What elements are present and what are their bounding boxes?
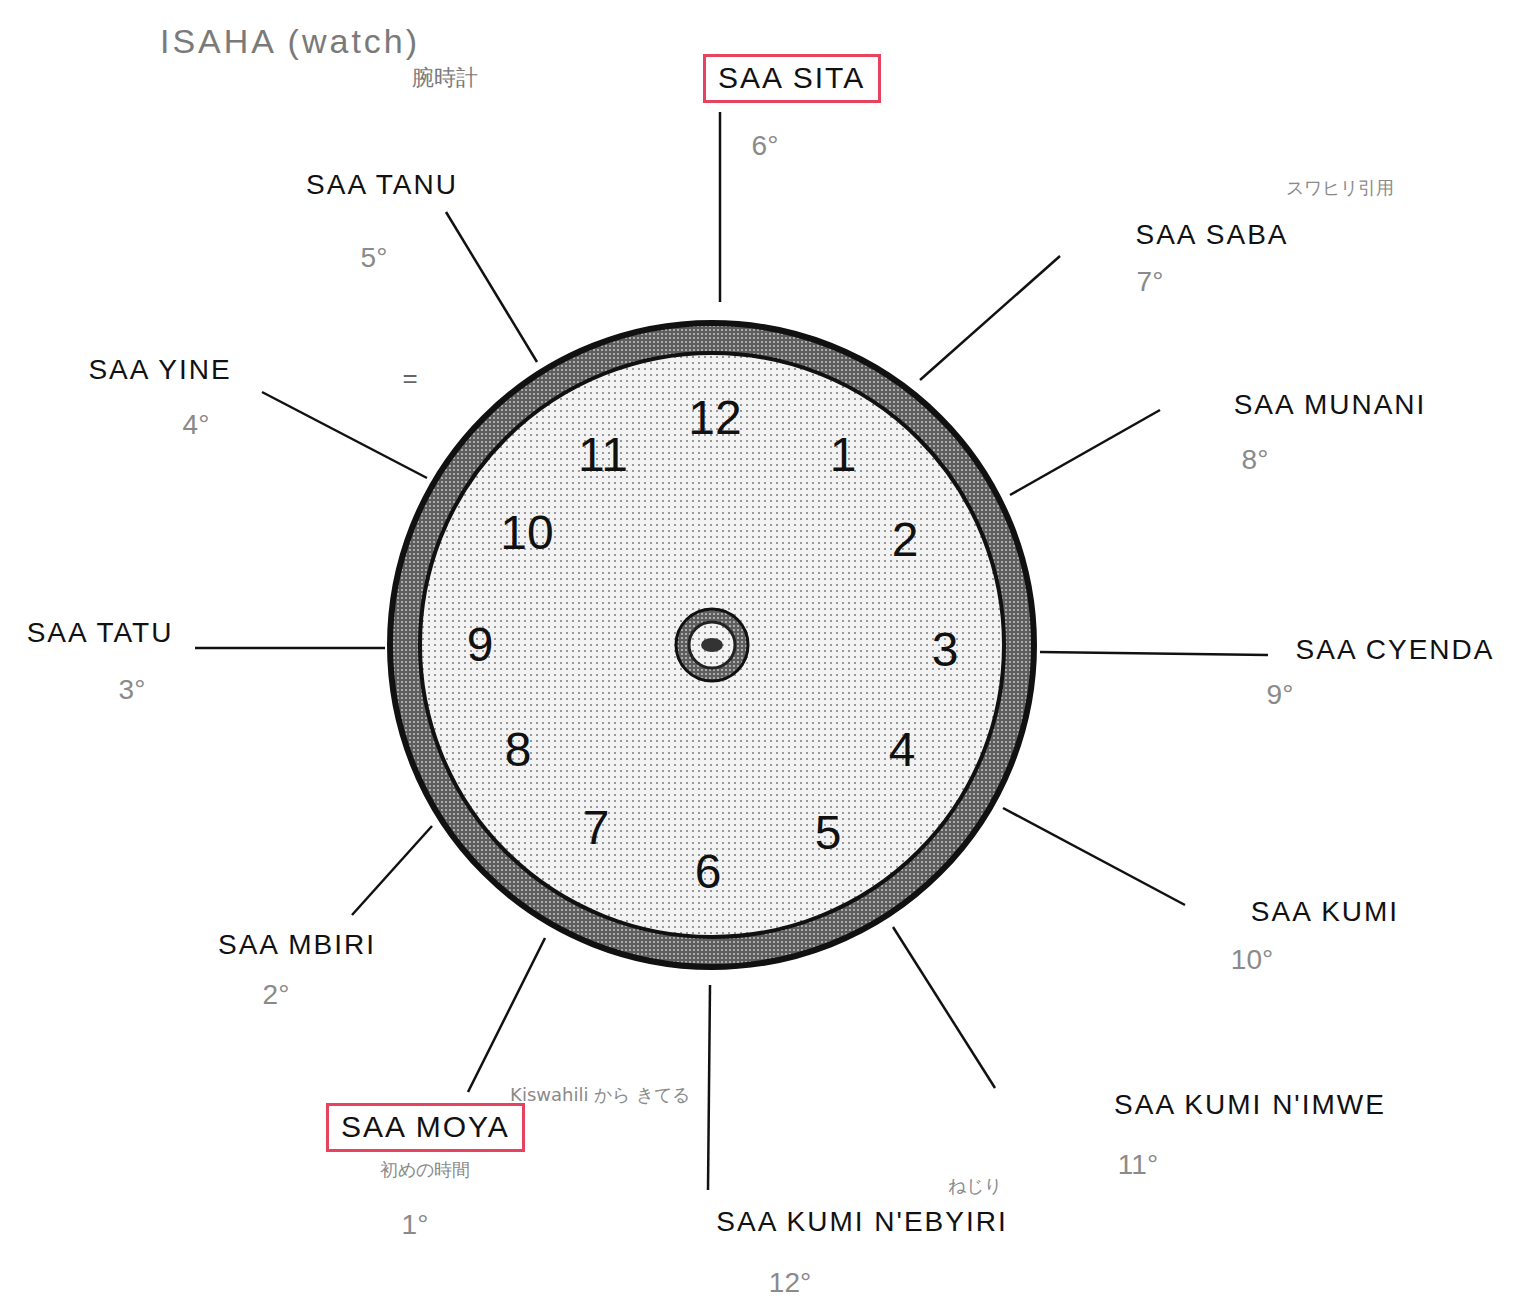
highlight-box: SAA SITA: [703, 54, 881, 103]
leader-line: [352, 826, 432, 915]
hour-name: SAA SITA: [718, 61, 866, 96]
dial-numeral: 1: [830, 429, 857, 482]
degree-number: 12°: [769, 1268, 811, 1299]
handwritten-note: 腕時計: [412, 66, 478, 90]
degree-number: 1°: [402, 1210, 429, 1241]
watch-bezel: [390, 323, 1034, 967]
watch-pin: [701, 638, 723, 652]
handwritten-note: スワヒリ引用: [1286, 178, 1394, 198]
dial-numeral: 7: [583, 802, 610, 855]
leader-line: [1040, 652, 1268, 655]
degree-number: 8°: [1242, 445, 1269, 476]
dial-numeral: 12: [688, 392, 741, 445]
hour-name: SAA MUNANI: [1234, 390, 1427, 421]
hour-name: SAA YINE: [88, 355, 231, 386]
highlight-box: SAA MOYA: [326, 1103, 525, 1152]
dial-numeral: 9: [467, 619, 494, 672]
degree-number: 2°: [263, 980, 290, 1011]
degree-number: 5°: [361, 243, 388, 274]
dial-numeral: 2: [892, 514, 919, 567]
hour-name: SAA CYENDA: [1296, 635, 1495, 666]
leader-line: [468, 938, 545, 1092]
leader-line: [446, 212, 537, 362]
handwritten-note: 初めの時間: [380, 1160, 470, 1180]
leader-line: [893, 927, 995, 1088]
leader-lines: [195, 112, 1268, 1190]
leader-line: [920, 256, 1060, 380]
hour-name: SAA KUMI: [1251, 897, 1399, 928]
leader-line: [708, 985, 710, 1190]
dial-numeral: 3: [932, 624, 959, 677]
hour-name: SAA TANU: [306, 170, 458, 201]
hour-name: SAA KUMI N'IMWE: [1114, 1090, 1386, 1121]
leader-line: [719, 112, 722, 302]
degree-number: 10°: [1231, 945, 1273, 976]
dial-numeral: 10: [500, 507, 553, 560]
leader-line: [262, 392, 427, 478]
degree-number: 4°: [183, 410, 210, 441]
handwritten-mark: =: [402, 364, 417, 393]
degree-number: 3°: [119, 675, 146, 706]
dial-numeral: 6: [695, 846, 722, 899]
leader-line: [1010, 410, 1160, 495]
watch-dial: [420, 353, 1004, 937]
degree-number: 11°: [1118, 1150, 1158, 1181]
hour-name: SAA KUMI N'EBYIRI: [716, 1207, 1007, 1238]
watch-hub-inner: [689, 622, 735, 668]
degree-number: 6°: [752, 131, 779, 162]
dial-numeral: 4: [889, 724, 916, 777]
degree-number: 7°: [1137, 267, 1164, 298]
watch-hub: [676, 609, 748, 681]
handwritten-note: ねじり: [948, 1176, 1002, 1196]
title: ISAHA (watch): [160, 22, 420, 61]
hour-name: SAA TATU: [27, 618, 174, 649]
dial-numeral: 11: [578, 429, 628, 482]
leader-line: [1003, 808, 1185, 905]
dial-numeral: 5: [815, 807, 842, 860]
hour-name: SAA MBIRI: [218, 930, 376, 961]
leader-line: [195, 647, 385, 650]
hour-name: SAA SABA: [1136, 220, 1289, 251]
dial-numeral: 8: [505, 724, 532, 777]
watch-face: [390, 323, 1034, 967]
degree-number: 9°: [1267, 680, 1294, 711]
handwritten-note: Kiswahili から きてる: [510, 1085, 690, 1105]
hour-name: SAA MOYA: [341, 1110, 510, 1145]
